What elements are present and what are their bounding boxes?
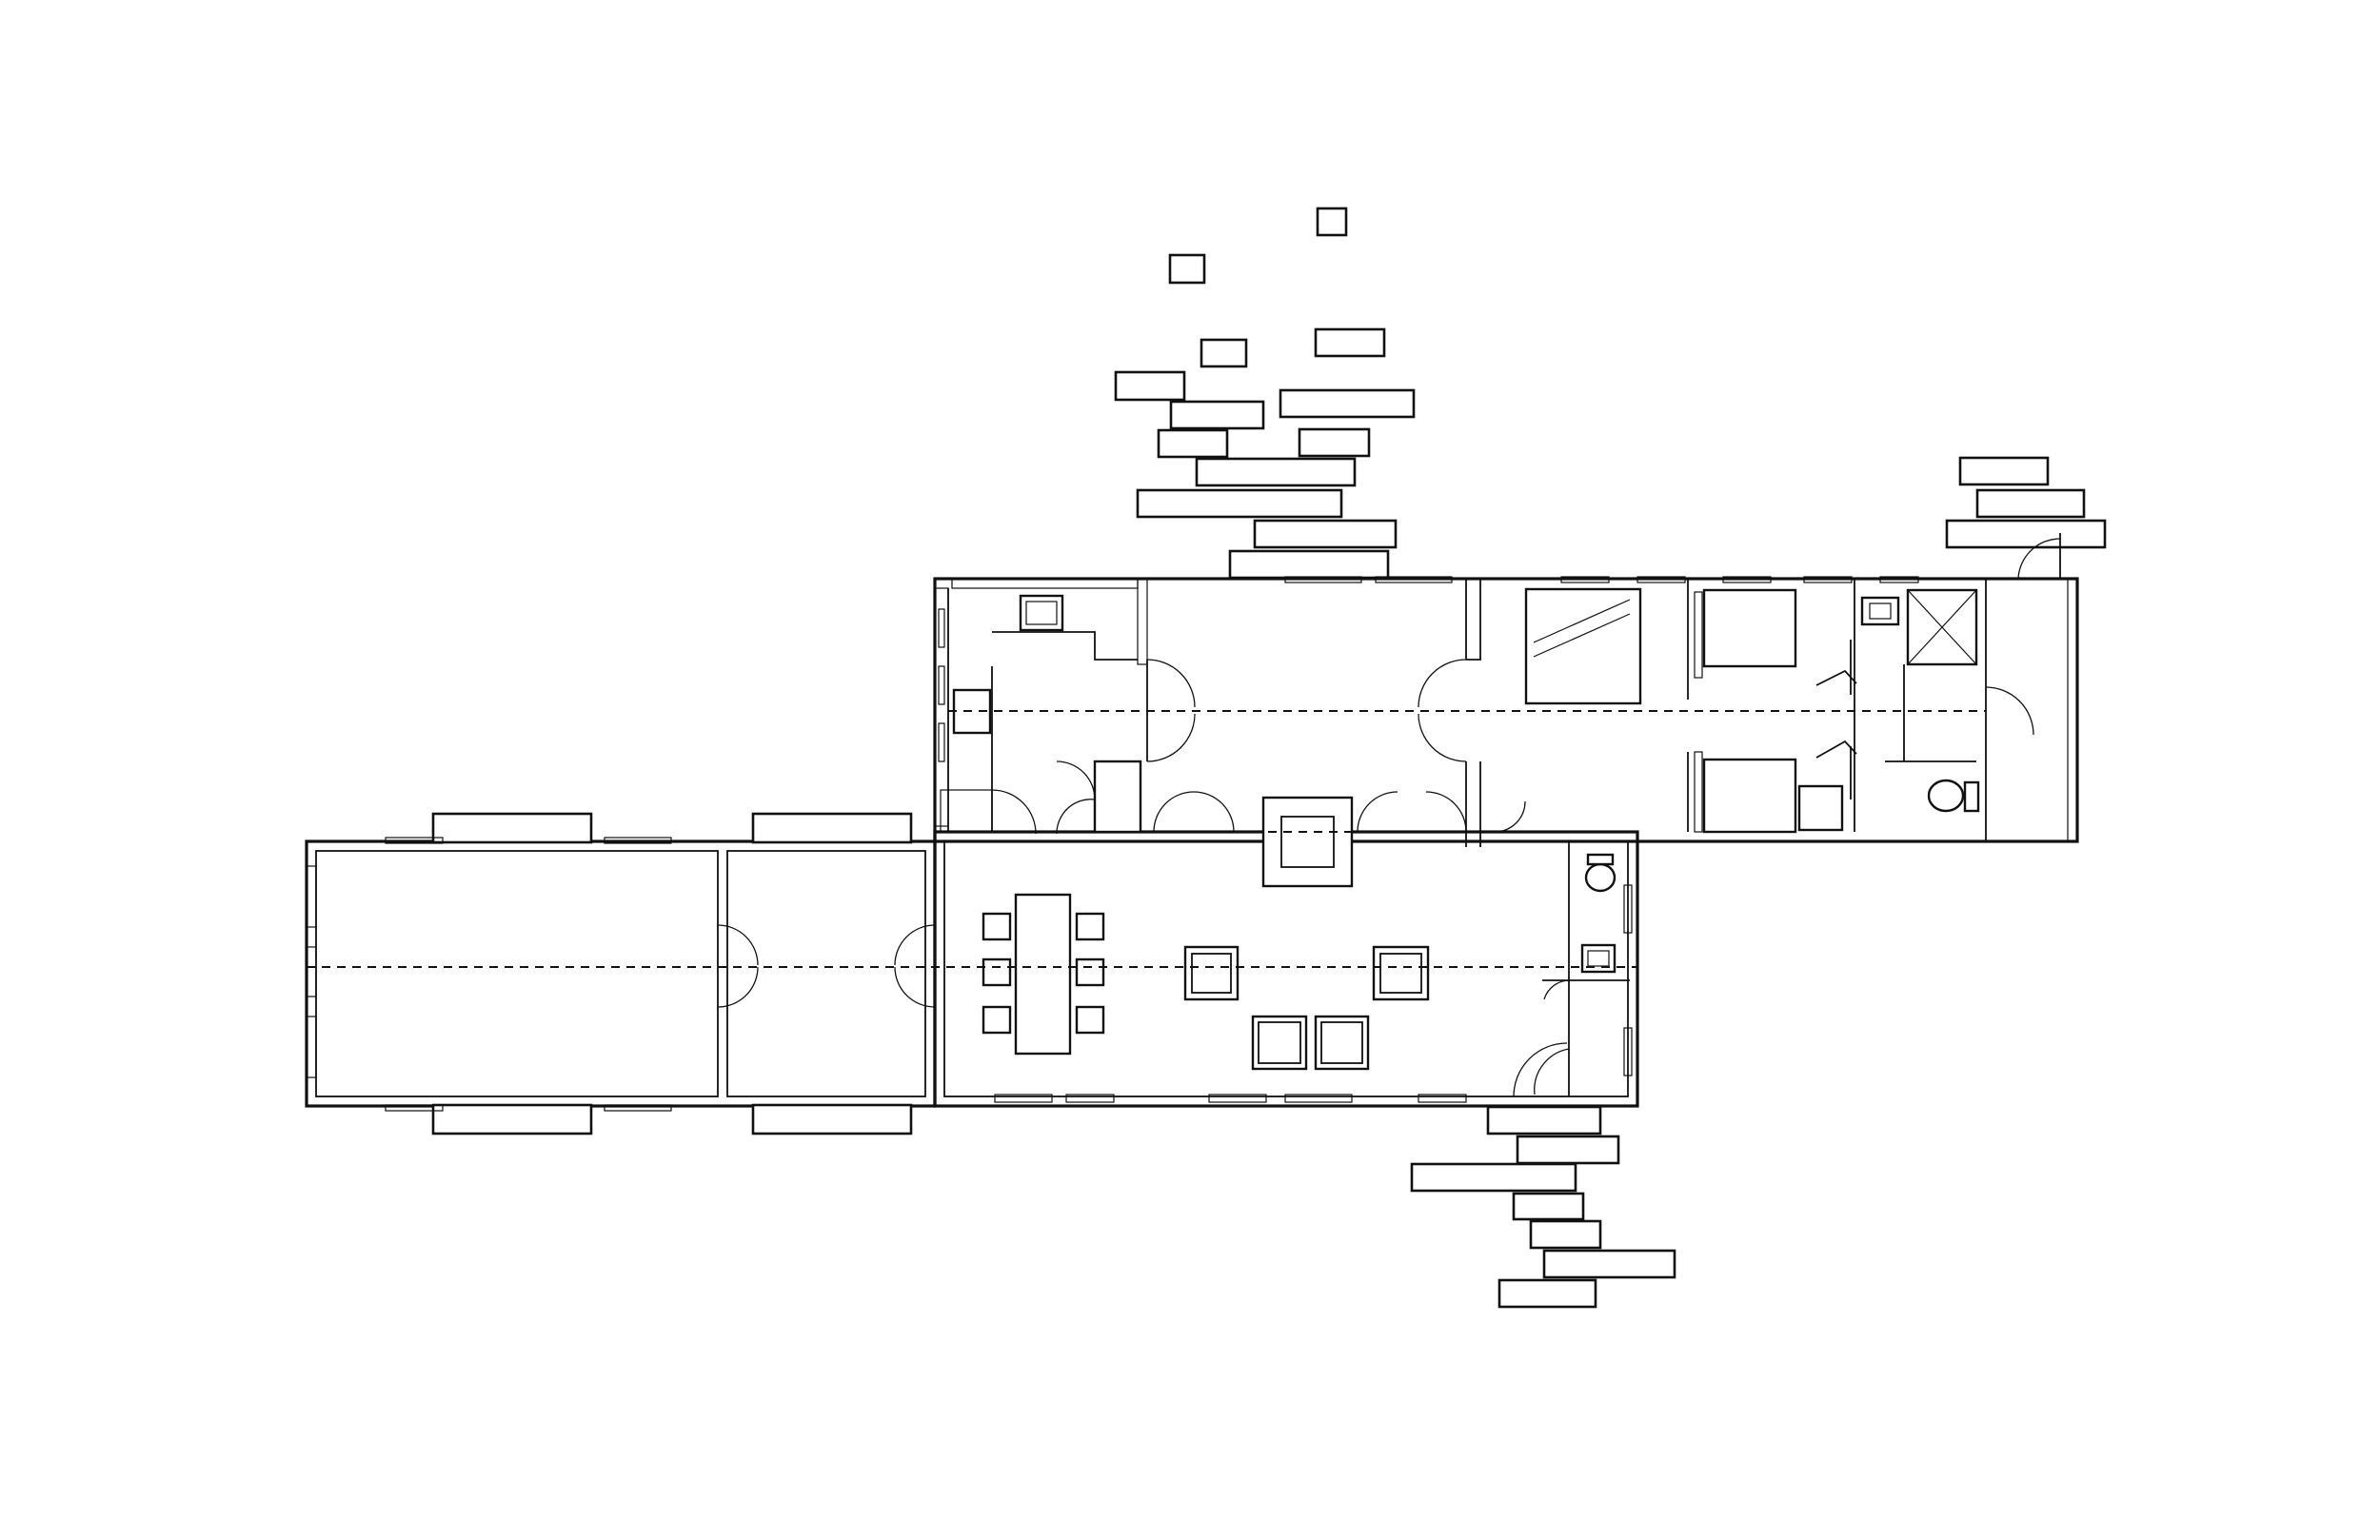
north-stepping-stones [1114,207,1416,580]
axis-lines [307,710,1986,968]
living-block [933,830,1639,1108]
west-pavilion [305,812,937,1135]
south-stepping-stones [1410,1105,1676,1309]
east-stepping-stones [1945,456,2107,549]
north-wing [933,533,2079,888]
